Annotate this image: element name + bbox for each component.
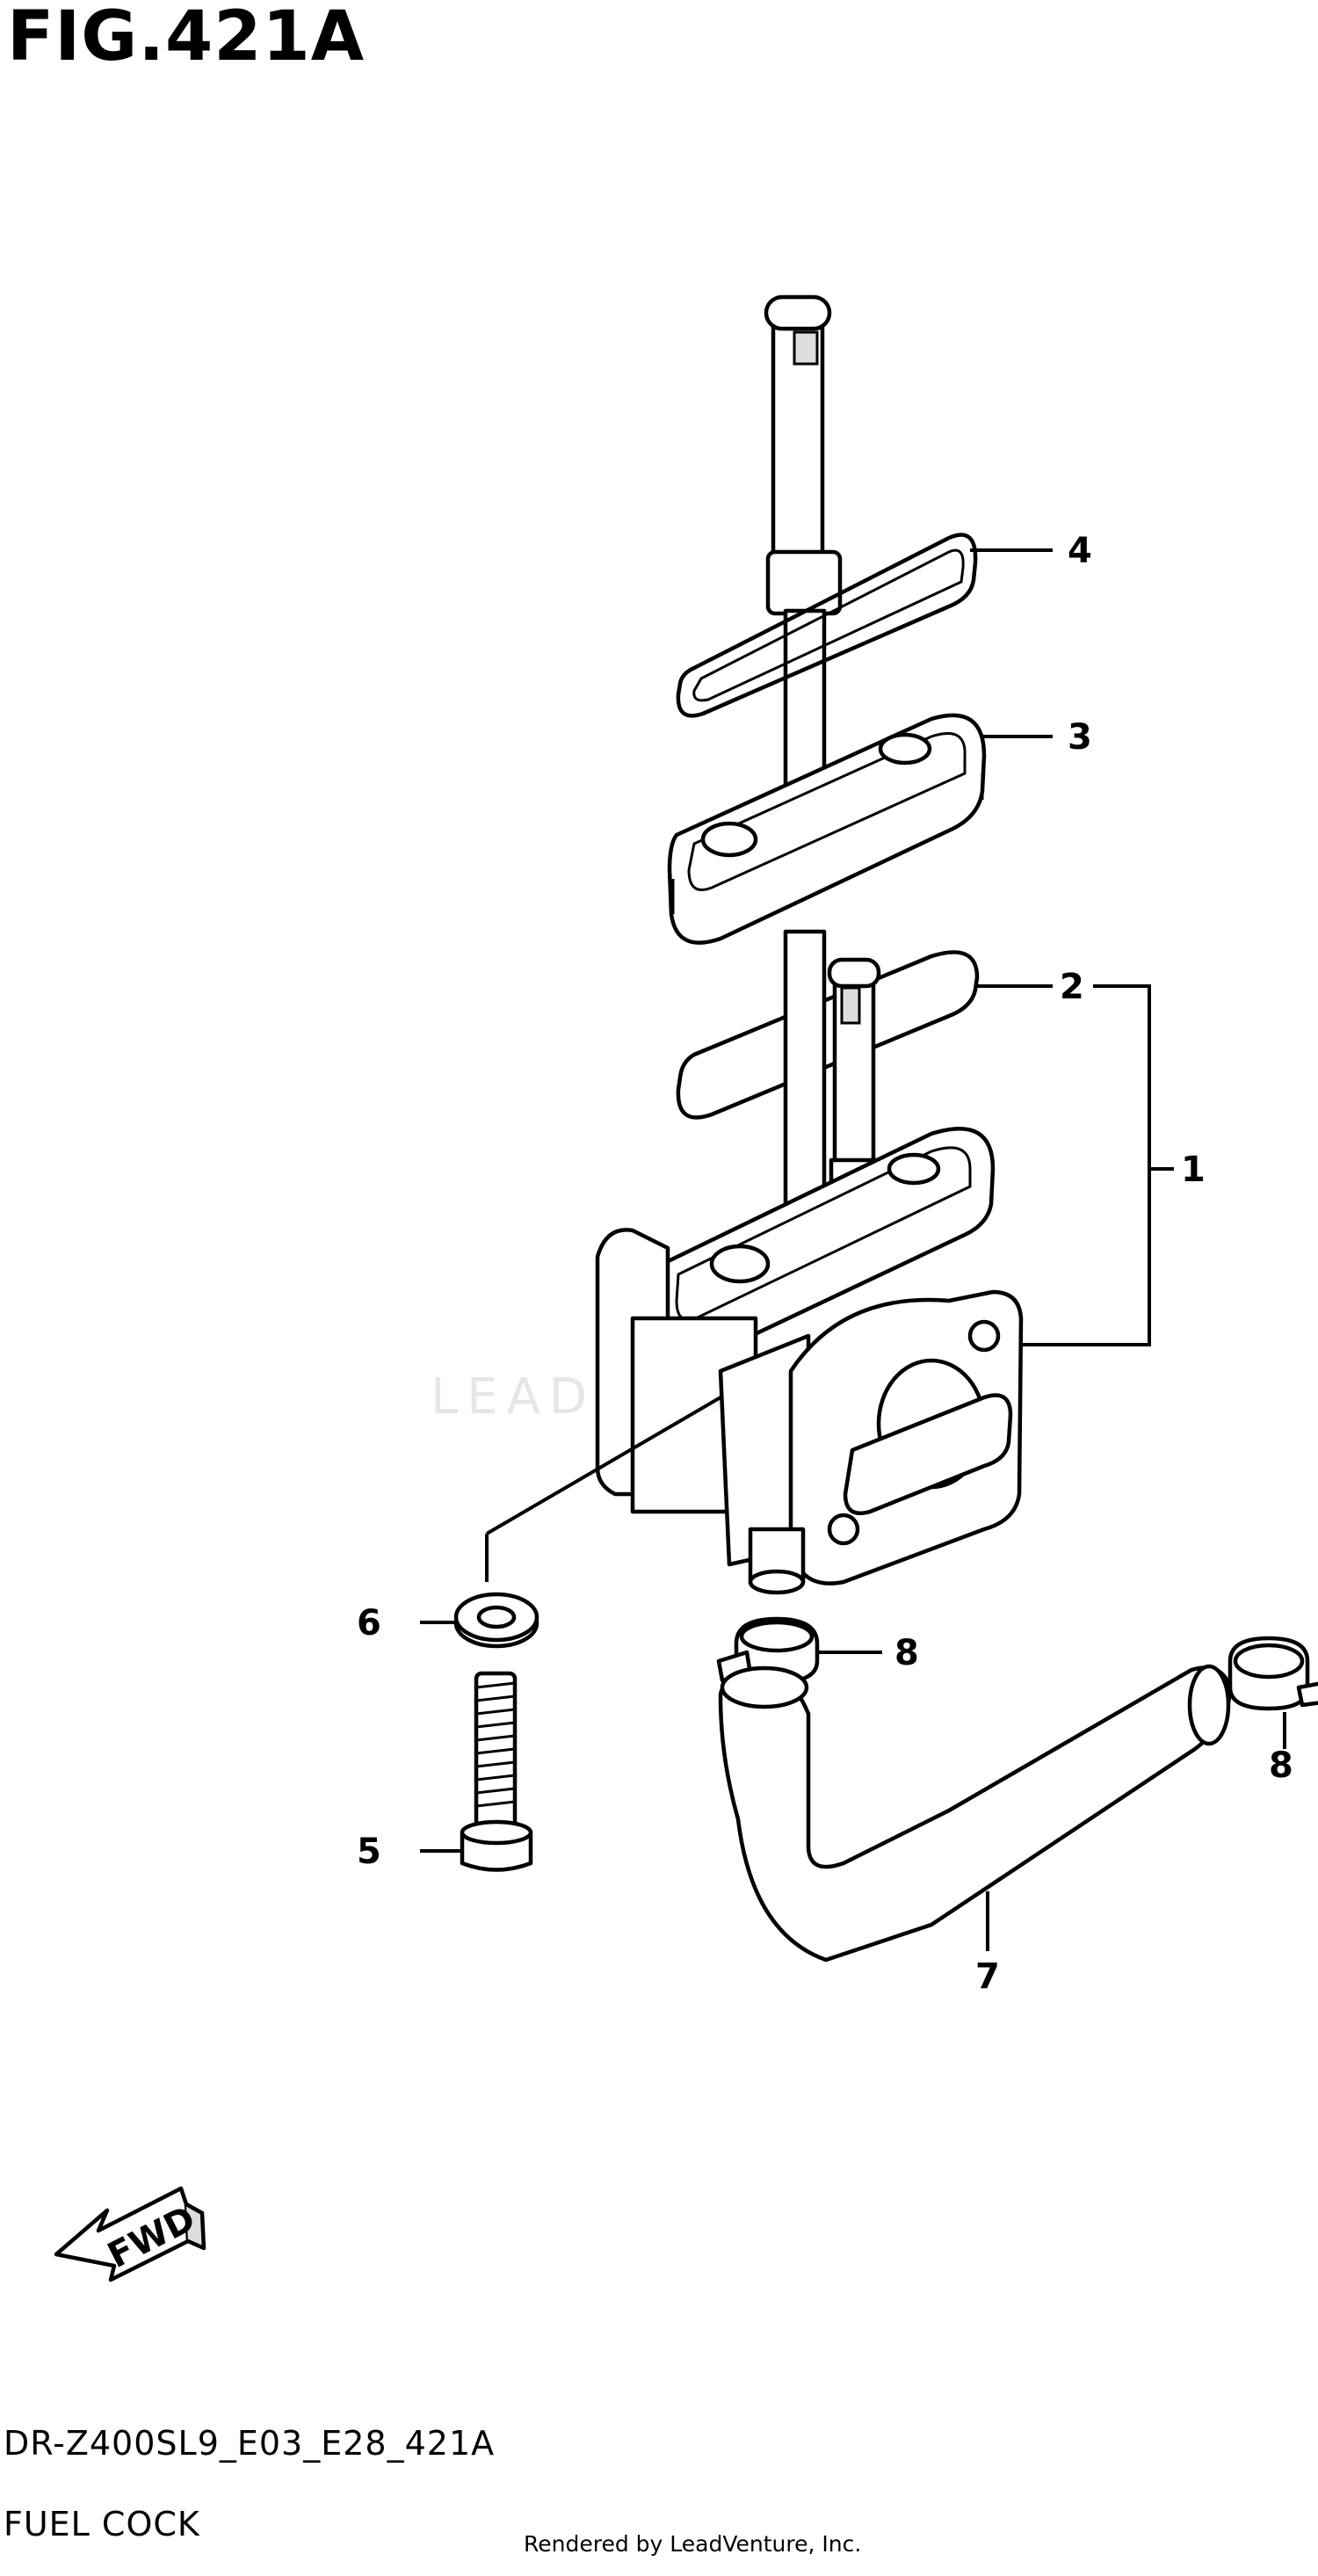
part-8-clamp-right [1227, 1636, 1318, 1711]
part-1-fuel-cock-body [595, 1127, 1024, 1595]
callout-1: 1 [1181, 1150, 1206, 1190]
part-3-gasket [667, 713, 987, 945]
part-4-filter-pipe [676, 294, 978, 824]
callout-2: 2 [1060, 967, 1084, 1007]
callout-3: 3 [1068, 717, 1092, 758]
section-name: FUEL COCK [4, 2505, 200, 2543]
part-7-hose [718, 1664, 1233, 1963]
figure-title: FIG.421A [7, 0, 366, 76]
callout-4: 4 [1068, 531, 1092, 571]
leader-lines [420, 548, 1286, 1951]
model-code: DR-Z400SL9_E03_E28_421A [4, 2424, 496, 2463]
part-5-bolt [460, 1671, 533, 1872]
callout-8-left: 8 [894, 1633, 919, 1673]
callout-6: 6 [357, 1603, 381, 1644]
fwd-direction-marker: FWD [54, 2186, 206, 2282]
callout-5: 5 [357, 1832, 381, 1872]
render-credit: Rendered by LeadVenture, Inc. [524, 2531, 862, 2557]
part-6-washer [453, 1592, 540, 1649]
callout-7: 7 [975, 1956, 1000, 1997]
callout-8-right: 8 [1269, 1745, 1293, 1786]
